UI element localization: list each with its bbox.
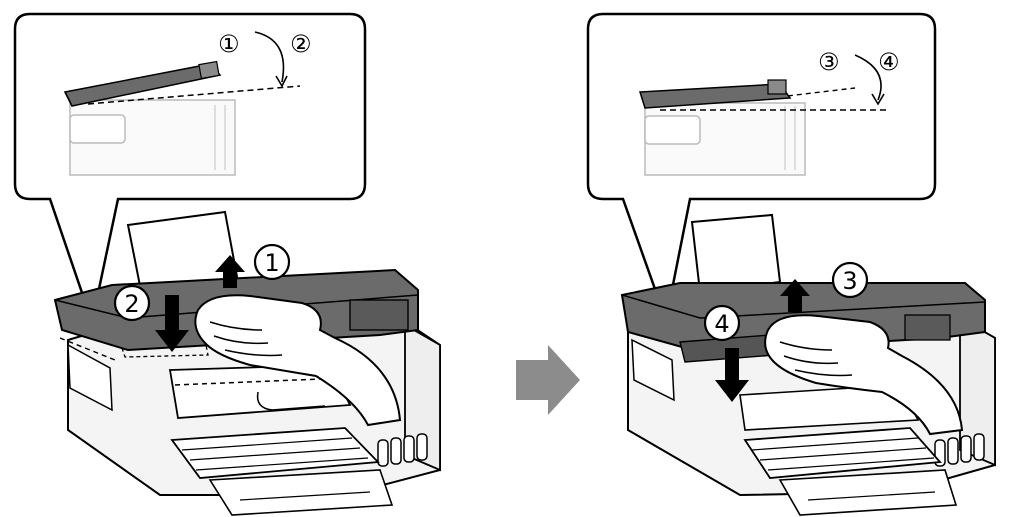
step-3-badge: 3 [831,261,869,299]
left-callout: ① ② [13,12,367,327]
callout-label-2: ② [290,30,312,58]
right-panel: ③ ④ 3 [586,12,996,516]
right-callout: ③ ④ [586,12,937,325]
step-2-label: 2 [124,290,139,318]
ink-tank-left [377,433,428,467]
step-1-arrow [215,255,245,288]
callout-label-1: ① [218,30,240,58]
callout-label-3: ③ [818,48,840,76]
step-4-arrow [715,348,749,402]
ink-tank-right [934,433,985,467]
step-2-arrow [155,295,189,352]
left-panel: ① ② [13,12,441,516]
step-3-label: 3 [842,267,857,295]
arrow-right-icon [516,345,580,415]
callout-label-4: ④ [878,48,900,76]
step-2-badge: 2 [113,284,151,322]
step-1-label: 1 [264,249,279,277]
step-4-badge: 4 [703,304,741,342]
step-1-badge: 1 [253,243,291,281]
step-3-arrow [780,279,810,312]
step-4-label: 4 [714,310,729,338]
